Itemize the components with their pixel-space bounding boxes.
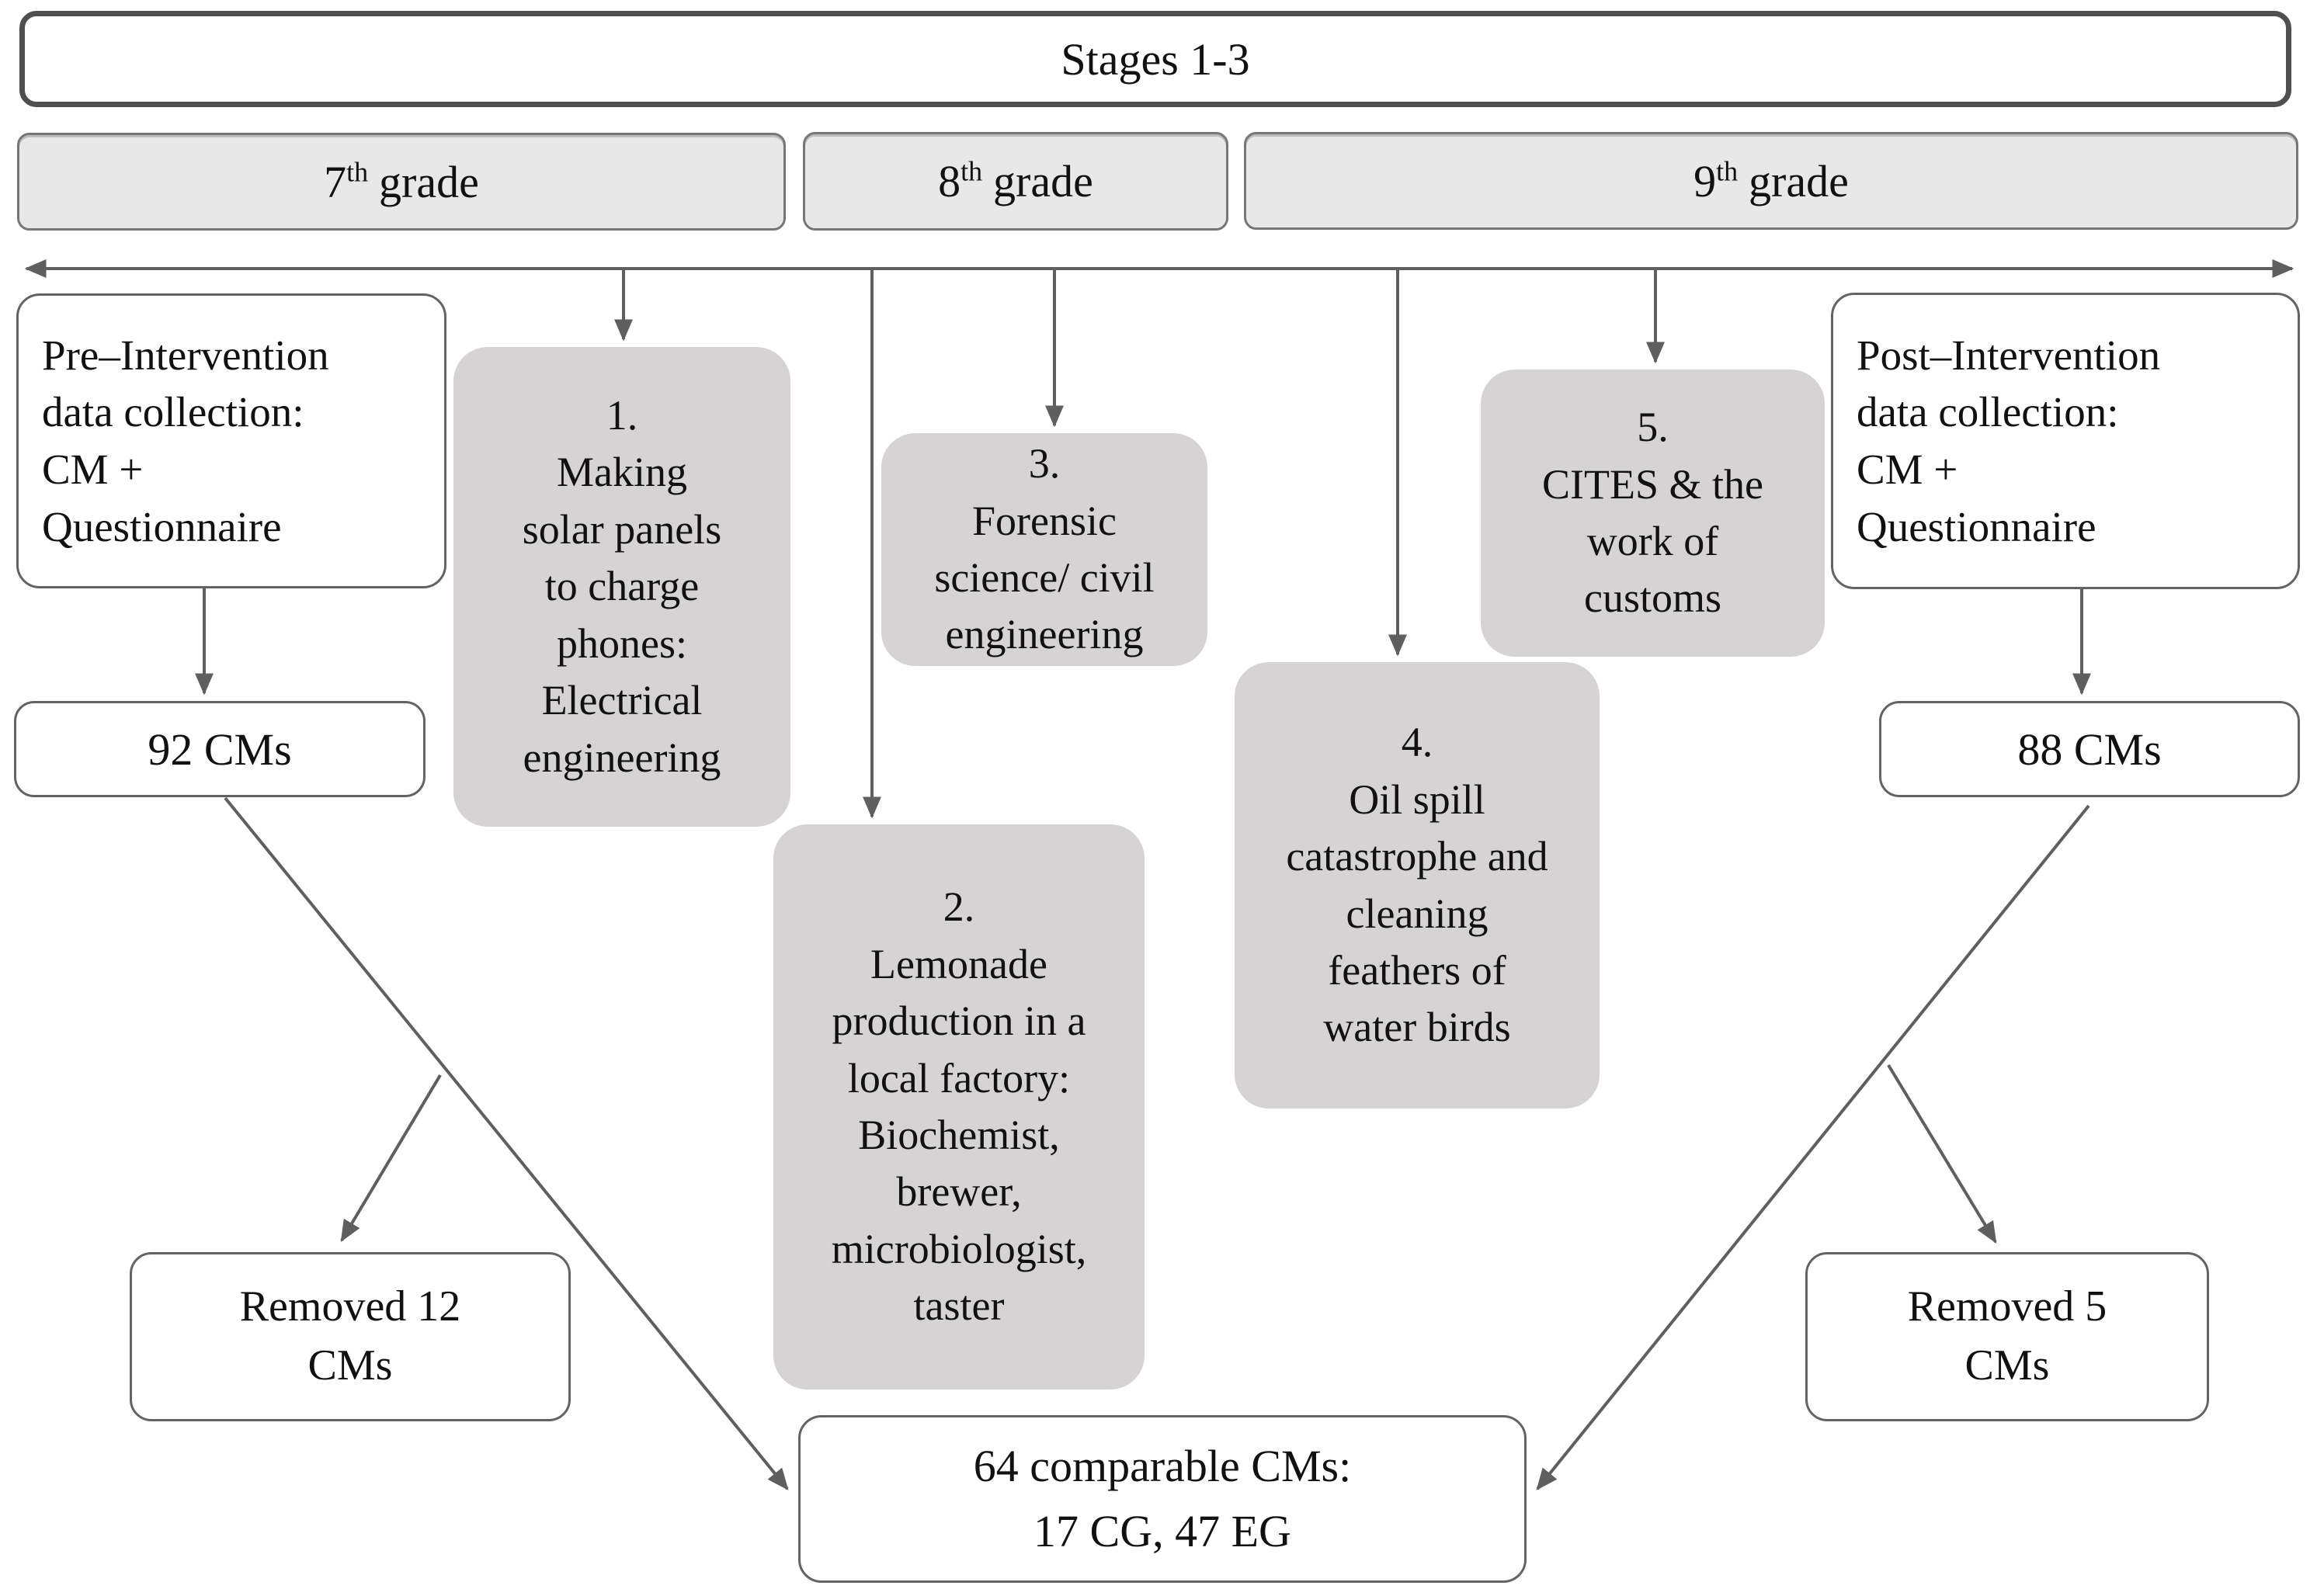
grade-7-ordinal: th [346, 156, 369, 188]
grade-8-word: grade [993, 156, 1093, 206]
final-comparable-cms-box: 64 comparable CMs: 17 CG, 47 EG [798, 1415, 1527, 1583]
activity-2-text: 2. Lemonade production in a local factor… [831, 883, 1087, 1330]
stages-header-box: Stages 1-3 [19, 11, 2291, 107]
activity-2-lemonade-box: 2. Lemonade production in a local factor… [773, 824, 1145, 1390]
post-intervention-text: Post–Intervention data collection: CM + … [1857, 331, 2161, 550]
arrow-92cms-to-final [224, 796, 789, 1490]
pre-intervention-box: Pre–Intervention data collection: CM + Q… [16, 293, 446, 588]
activity-4-oil-spill-box: 4. Oil spill catastrophe and cleaning fe… [1235, 662, 1600, 1109]
92-cms-box: 92 CMs [14, 701, 426, 797]
grade-7-word: grade [379, 156, 479, 207]
removed-12-cms-box: Removed 12 CMs [130, 1252, 571, 1421]
arrow-88cms-to-final [1536, 804, 2090, 1490]
grade-8-ordinal: th [960, 155, 983, 187]
grade-8-number: 8 [938, 156, 961, 206]
grade-9-word: grade [1749, 155, 1849, 206]
activity-3-forensic-box: 3. Forensic science/ civil engineering [881, 433, 1207, 666]
activity-1-text: 1. Making solar panels to charge phones:… [522, 391, 722, 781]
92-cms-label: 92 CMs [148, 723, 292, 775]
activity-1-solar-panels-box: 1. Making solar panels to charge phones:… [453, 347, 790, 827]
88-cms-label: 88 CMs [2017, 723, 2162, 775]
arrow-fork-to-removed-12 [340, 1074, 442, 1243]
pre-intervention-text: Pre–Intervention data collection: CM + Q… [42, 331, 329, 550]
removed-5-cms-box: Removed 5 CMs [1805, 1252, 2209, 1421]
88-cms-box: 88 CMs [1879, 701, 2300, 797]
arrow-fork-to-removed-5 [1887, 1063, 1997, 1244]
grade-7-number: 7 [324, 156, 347, 207]
activity-5-cites-box: 5. CITES & the work of customs [1481, 370, 1825, 657]
removed-5-cms-text: Removed 5 CMs [1907, 1282, 2107, 1390]
activity-5-text: 5. CITES & the work of customs [1542, 404, 1763, 622]
post-intervention-box: Post–Intervention data collection: CM + … [1831, 293, 2300, 589]
grade-9-number: 9 [1693, 155, 1717, 206]
activity-3-text: 3. Forensic science/ civil engineering [934, 440, 1155, 658]
removed-12-cms-text: Removed 12 CMs [239, 1282, 461, 1390]
activity-4-text: 4. Oil spill catastrophe and cleaning fe… [1286, 719, 1548, 1051]
stages-title: Stages 1-3 [1061, 33, 1250, 85]
grade-9-ordinal: th [1716, 155, 1739, 187]
final-comparable-cms-text: 64 comparable CMs: 17 CG, 47 EG [973, 1440, 1352, 1556]
